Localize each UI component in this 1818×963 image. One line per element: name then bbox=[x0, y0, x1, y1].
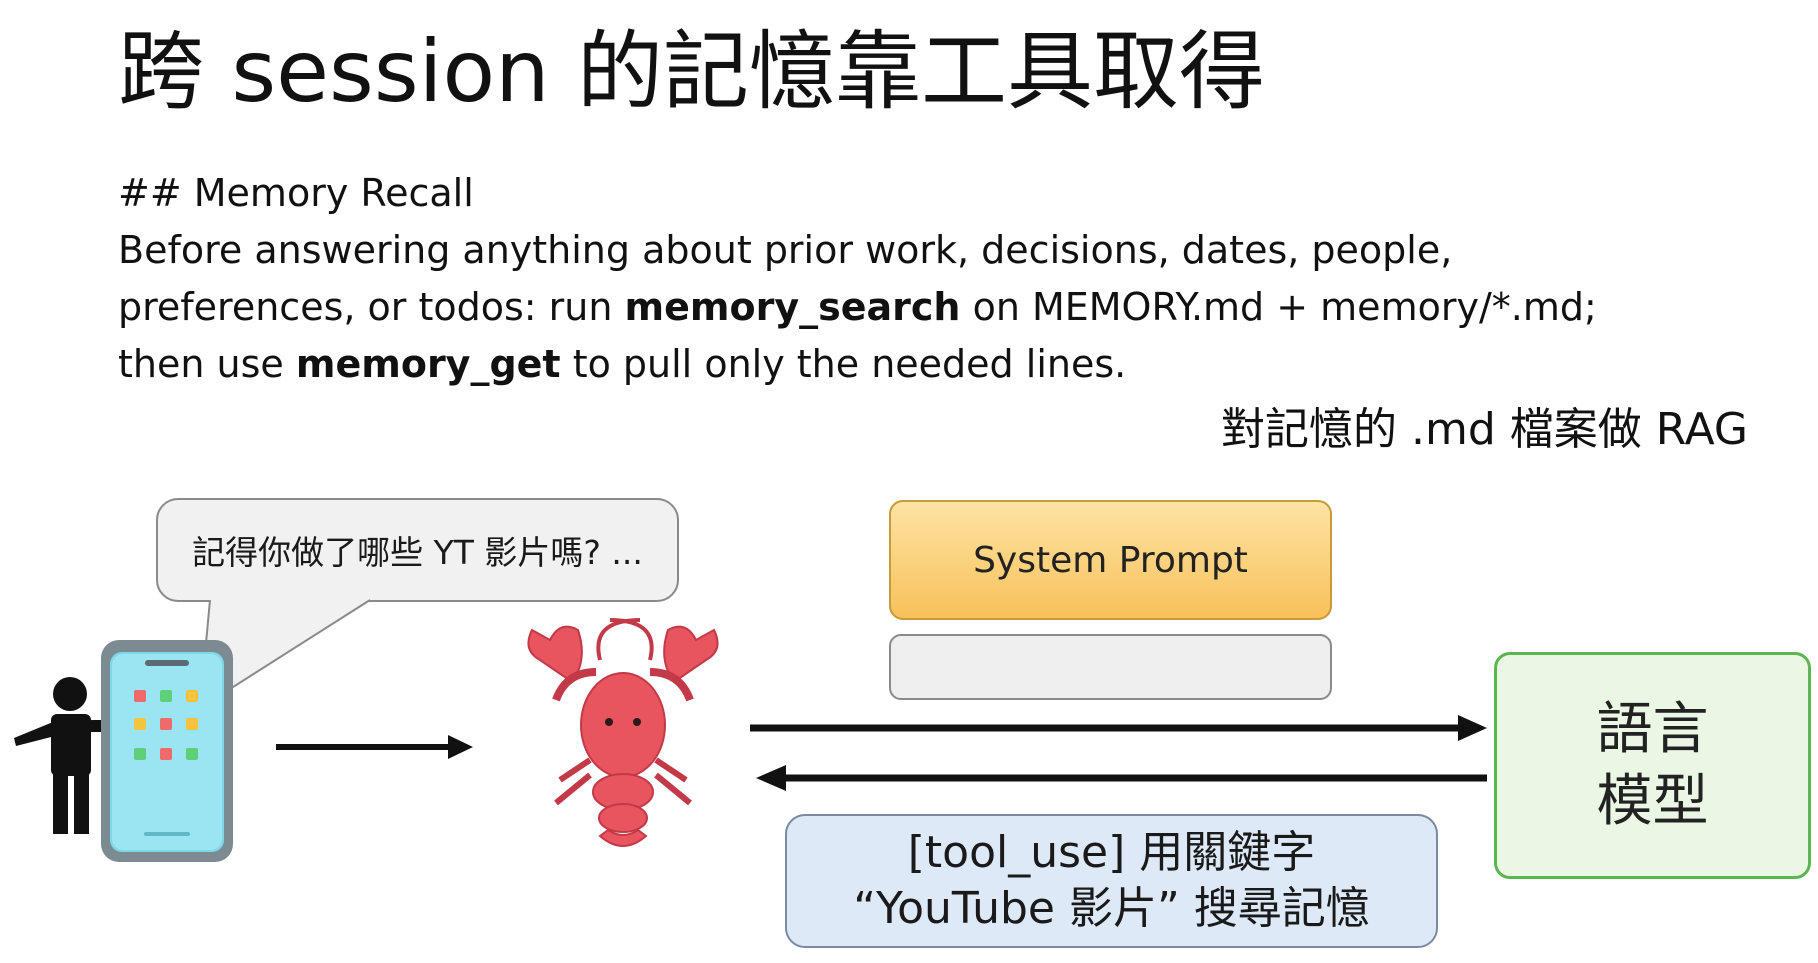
arrow-left-icon bbox=[756, 765, 1487, 791]
code-line-2-text-b: on MEMORY.md + memory/*.md; bbox=[960, 285, 1597, 329]
code-line-1: Before answering anything about prior wo… bbox=[118, 228, 1453, 272]
code-line-3: then use memory_get to pull only the nee… bbox=[118, 336, 1758, 393]
language-model-box: 語言 模型 bbox=[1494, 652, 1811, 879]
system-prompt-box: System Prompt bbox=[889, 500, 1332, 620]
code-line-3-text-a: then use bbox=[118, 342, 296, 386]
page-title: 跨 session 的記憶靠工具取得 bbox=[118, 22, 1266, 122]
tool-use-line-2: “YouTube 影片” 搜尋記憶 bbox=[853, 883, 1370, 934]
memory-get-keyword: memory_get bbox=[295, 342, 561, 386]
memory-recall-instructions: ## Memory Recall Before answering anythi… bbox=[118, 165, 1758, 393]
person-icon bbox=[14, 677, 110, 834]
phone-icon bbox=[101, 640, 233, 862]
model-label-line-1: 語言 bbox=[1596, 696, 1709, 762]
rag-note: 對記憶的 .md 檔案做 RAG bbox=[1221, 404, 1748, 455]
tool-use-box: [tool_use] 用關鍵字 “YouTube 影片” 搜尋記憶 bbox=[785, 814, 1438, 948]
arrow-right-to-model-icon bbox=[750, 715, 1487, 741]
speech-bubble: 記得你做了哪些 YT 影片嗎? ... bbox=[156, 498, 679, 602]
model-label-line-2: 模型 bbox=[1596, 768, 1709, 834]
arrow-right-icon bbox=[276, 735, 473, 759]
code-line-2: preferences, or todos: run memory_search… bbox=[118, 279, 1758, 336]
memory-search-keyword: memory_search bbox=[624, 285, 961, 329]
tool-use-line-1: [tool_use] 用關鍵字 bbox=[907, 827, 1316, 878]
context-box bbox=[889, 634, 1332, 700]
code-line-3-text-b: to pull only the needed lines. bbox=[560, 342, 1127, 386]
lobster-icon bbox=[527, 618, 719, 847]
code-heading: ## Memory Recall bbox=[118, 171, 474, 215]
code-line-2-text-a: preferences, or todos: run bbox=[118, 285, 625, 329]
